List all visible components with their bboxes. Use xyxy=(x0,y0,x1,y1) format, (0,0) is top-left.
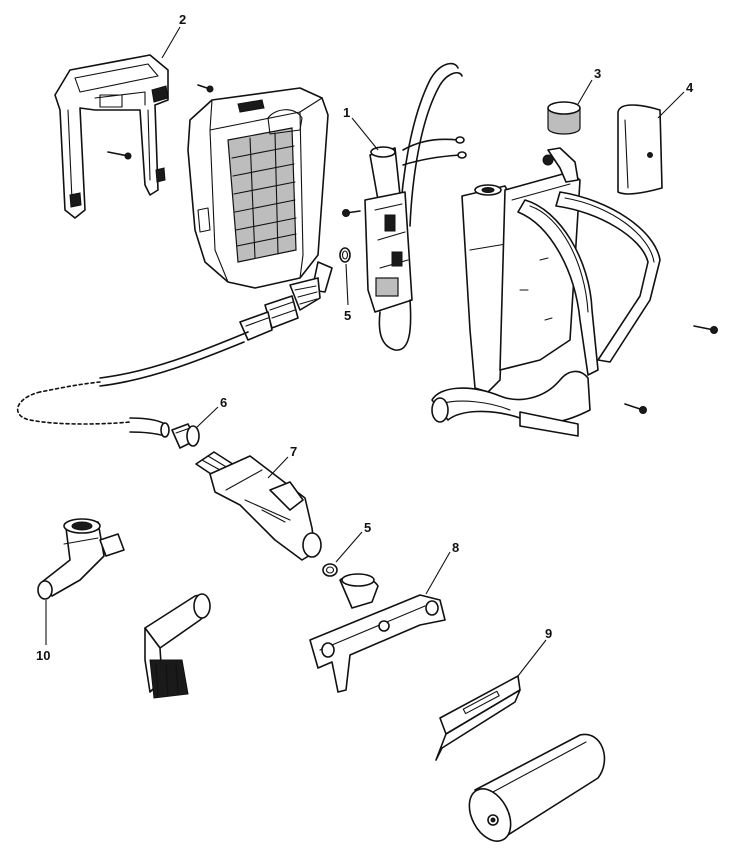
dusting-brush xyxy=(144,593,211,699)
label-part-10: 10 xyxy=(36,648,50,663)
leader-lines xyxy=(45,26,685,677)
part-5-o-ring-lower xyxy=(322,563,338,577)
screw-right xyxy=(693,325,718,334)
motor-housing xyxy=(187,87,329,289)
screw-top xyxy=(197,84,214,93)
label-part-9: 9 xyxy=(545,626,552,641)
part-3-cap xyxy=(547,101,581,135)
part-4-side-cover xyxy=(617,104,663,195)
part-1-switch-assembly xyxy=(364,62,467,351)
label-part-4: 4 xyxy=(686,80,694,95)
label-part-2: 2 xyxy=(179,12,186,27)
label-part-8: 8 xyxy=(452,540,459,555)
housing-grille xyxy=(227,127,297,263)
screw-mid xyxy=(342,209,361,217)
part-6-hose-coupling xyxy=(171,423,200,449)
label-part-6: 6 xyxy=(220,395,227,410)
label-part-5-lower: 5 xyxy=(364,520,371,535)
part-8-nozzle-bracket xyxy=(309,573,446,693)
label-part-5-upper: 5 xyxy=(344,308,351,323)
label-part-7: 7 xyxy=(290,444,297,459)
backpack-frame xyxy=(431,147,661,437)
label-part-1: 1 xyxy=(343,105,350,120)
part-2-handle-frame xyxy=(54,54,169,219)
part-10-elbow-adapter xyxy=(37,518,125,600)
label-part-3: 3 xyxy=(594,66,601,81)
part-labels: 2 1 3 4 5 6 7 5 8 9 10 xyxy=(36,12,694,663)
part-5-o-ring-upper xyxy=(339,247,351,263)
part-7-wand-handle xyxy=(195,451,322,561)
part-9-clip-plate xyxy=(435,675,521,761)
vacuum-hose xyxy=(16,261,333,438)
shoulder-strap xyxy=(517,191,661,376)
screw-lower-right xyxy=(624,403,647,414)
screw-left xyxy=(107,151,132,160)
waist-belt xyxy=(431,370,591,437)
filter-cylinder xyxy=(468,733,606,842)
